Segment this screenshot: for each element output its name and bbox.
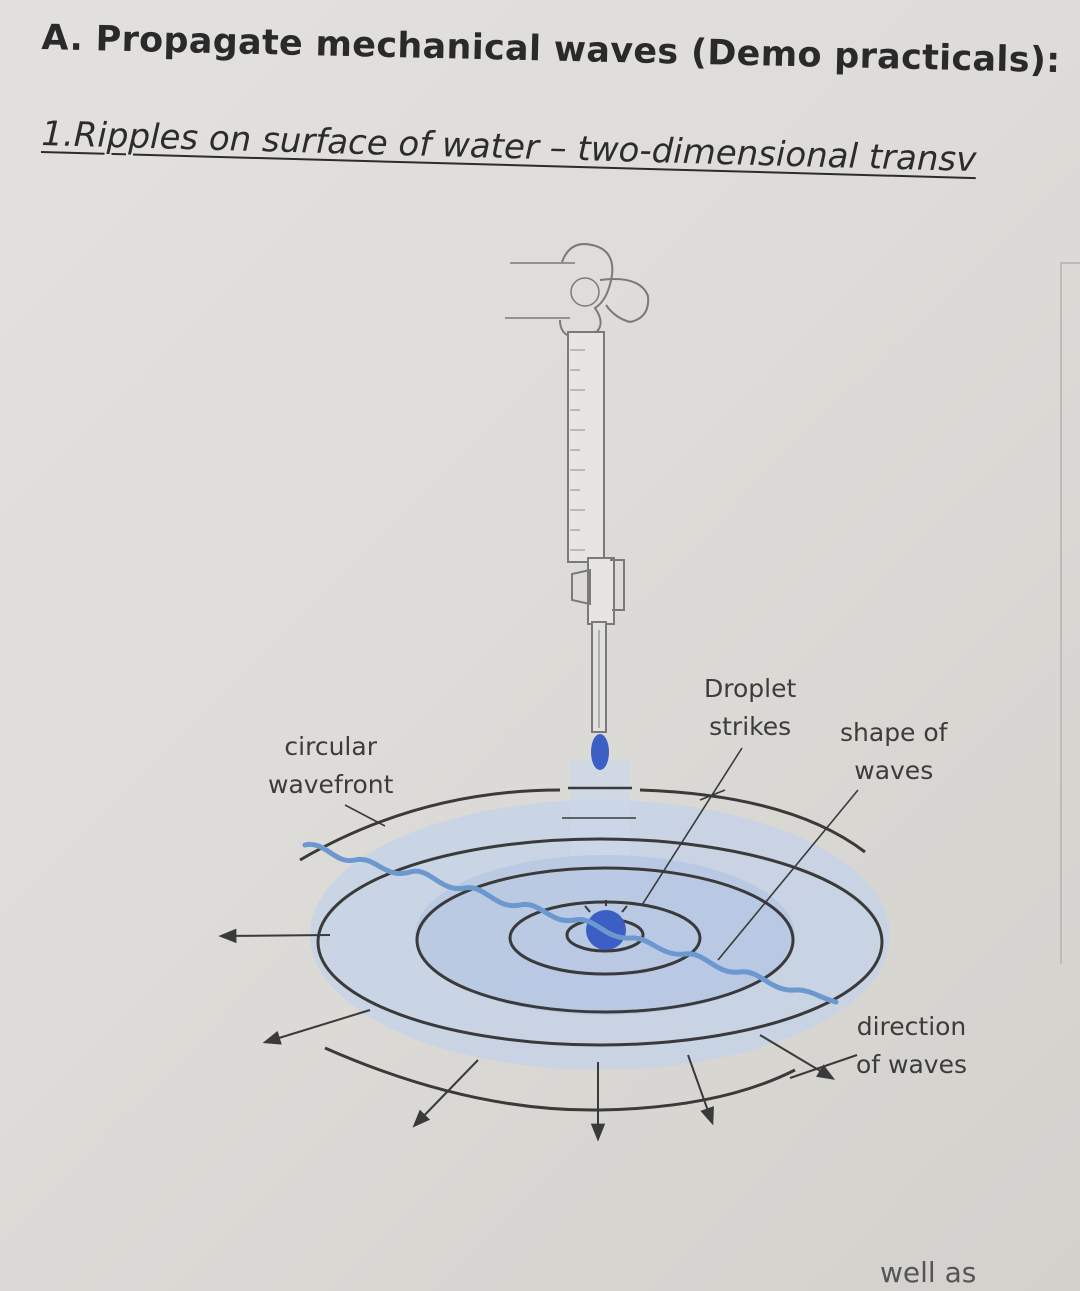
label-shape-of-waves: shape of waves <box>840 714 947 790</box>
partial-footer-text: well as <box>880 1256 977 1289</box>
label-direction-line1: direction <box>856 1012 967 1041</box>
burette-apparatus <box>505 243 650 733</box>
label-circular-wavefront: circular wavefront <box>268 728 393 804</box>
wave-shape-line <box>302 841 839 1005</box>
falling-droplet <box>591 734 609 770</box>
label-droplet-line1: Droplet <box>704 674 797 703</box>
side-frame-edge <box>1060 262 1080 964</box>
label-wavefront-line2: wavefront <box>268 770 394 799</box>
label-pointers <box>344 747 859 961</box>
label-waves-line2: waves <box>854 756 934 785</box>
label-direction-of-waves: direction of waves <box>856 1008 967 1084</box>
direction-arrows <box>218 928 858 1142</box>
label-strikes-line2: strikes <box>709 712 792 741</box>
label-of-waves-line2: of waves <box>856 1050 968 1079</box>
label-droplet-strikes: Droplet strikes <box>704 670 796 746</box>
label-shape-of-line1: shape of <box>840 718 948 747</box>
label-circular-line1: circular <box>284 732 377 761</box>
